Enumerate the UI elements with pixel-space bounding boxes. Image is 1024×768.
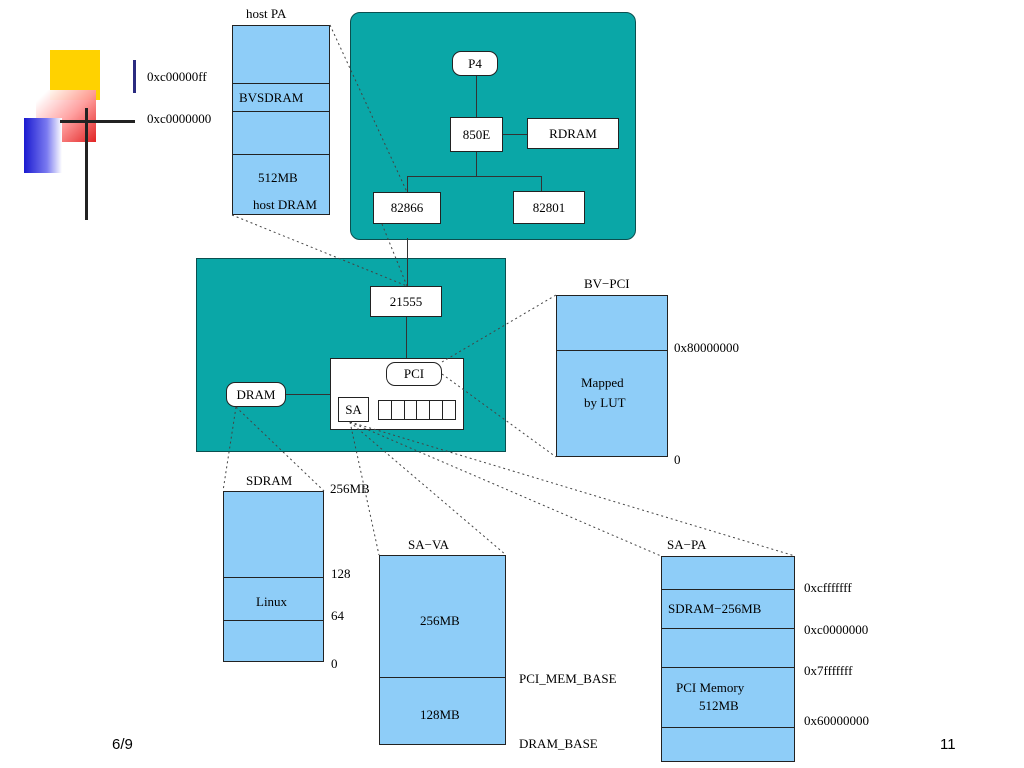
logo-blue-square bbox=[24, 118, 62, 173]
board-sa-node: SA bbox=[338, 397, 369, 422]
sa-pa-addr-1: 0xcfffffff bbox=[804, 580, 852, 595]
board-dram-node: DRAM bbox=[226, 382, 286, 407]
logo-horizontal-bar bbox=[60, 120, 135, 123]
connector-line bbox=[407, 238, 408, 286]
sdram-divider bbox=[224, 620, 323, 621]
sdram-tick-0: 0 bbox=[331, 656, 338, 671]
slide-footer-date-text: 6/9 bbox=[112, 736, 133, 753]
bv-pci-addr-top: 0x80000000 bbox=[674, 340, 739, 355]
mapping-line bbox=[441, 294, 557, 363]
sa-pa-addr-4: 0x60000000 bbox=[804, 713, 869, 728]
mapping-line bbox=[349, 421, 662, 557]
host-bridge-82801: 82801 bbox=[513, 191, 585, 224]
bv-pci-addr-bottom: 0 bbox=[674, 452, 681, 467]
connector-line bbox=[407, 176, 542, 177]
host-rdram-node: RDRAM bbox=[527, 118, 619, 149]
mapping-line bbox=[349, 421, 796, 557]
mapping-line bbox=[235, 406, 325, 492]
mapping-line bbox=[231, 214, 408, 287]
sa-va-lower: 128MB bbox=[420, 707, 460, 722]
bv-pci-divider bbox=[557, 350, 667, 351]
logo-vertical-bar bbox=[85, 108, 88, 220]
sa-pa-addr-3: 0x7fffffff bbox=[804, 663, 853, 678]
sdram-divider bbox=[224, 577, 323, 578]
host-pa-memory-map: BVSDRAM 512MB host DRAM bbox=[232, 25, 330, 215]
host-pa-bvsdram: BVSDRAM bbox=[239, 90, 304, 105]
connector-line bbox=[541, 176, 542, 191]
connector-line bbox=[286, 394, 330, 395]
sdram-linux: Linux bbox=[256, 594, 288, 609]
bv-pci-mapped-line1: Mapped bbox=[581, 375, 624, 390]
sdram-tick-128: 128 bbox=[331, 566, 351, 581]
host-pa-divider bbox=[233, 83, 329, 84]
sa-va-pci-mem-base: PCI_MEM_BASE bbox=[519, 671, 617, 686]
sa-pa-pci-line1: PCI Memory bbox=[676, 680, 745, 695]
host-pa-title: host PA bbox=[246, 6, 287, 21]
connector-line bbox=[407, 176, 408, 192]
mapping-line bbox=[381, 223, 408, 287]
connector-line bbox=[476, 76, 477, 117]
sdram-title: SDRAM bbox=[246, 473, 293, 488]
sa-pa-memory-map: SDRAM−256MB PCI Memory 512MB bbox=[661, 556, 795, 762]
connector-line bbox=[476, 152, 477, 176]
bv-pci-title: BV−PCI bbox=[584, 276, 630, 291]
sa-pa-divider bbox=[662, 727, 794, 728]
sa-va-title: SA−VA bbox=[408, 537, 450, 552]
sdram-tick-256: 256MB bbox=[330, 481, 370, 496]
sa-pa-title: SA−PA bbox=[667, 537, 707, 552]
sa-pa-pci-line2: 512MB bbox=[699, 698, 739, 713]
mapping-line bbox=[349, 421, 507, 556]
host-northbridge-node: 850E bbox=[450, 117, 503, 152]
mapping-line bbox=[222, 406, 237, 492]
host-bridge-82866: 82866 bbox=[373, 192, 441, 224]
slide-page-number: 11 bbox=[940, 736, 956, 753]
sa-pa-divider bbox=[662, 628, 794, 629]
board-pci-node: PCI bbox=[386, 362, 442, 386]
sa-va-dram-base: DRAM_BASE bbox=[519, 736, 598, 751]
sa-va-divider bbox=[380, 677, 505, 678]
sa-va-upper: 256MB bbox=[420, 613, 460, 628]
connector-line bbox=[503, 134, 527, 135]
host-pa-dram-label: host DRAM bbox=[253, 197, 317, 212]
connector-line bbox=[406, 317, 407, 359]
host-cpu-node: P4 bbox=[452, 51, 498, 76]
mapping-line bbox=[349, 421, 380, 556]
sa-pa-divider bbox=[662, 589, 794, 590]
slide-logo bbox=[22, 48, 142, 223]
sdram-memory-map: Linux bbox=[223, 491, 324, 662]
board-bridge-21555: 21555 bbox=[370, 286, 442, 317]
host-pa-divider bbox=[233, 111, 329, 112]
mapping-line bbox=[329, 24, 408, 193]
host-pa-addr-top: 0xc00000ff bbox=[147, 69, 207, 84]
sa-va-memory-map: 256MB 128MB bbox=[379, 555, 506, 745]
sa-pa-divider bbox=[662, 667, 794, 668]
host-pa-divider bbox=[233, 154, 329, 155]
slide-footer-date: 6/9 bbox=[112, 734, 138, 756]
host-pa-dram-size: 512MB bbox=[258, 170, 298, 185]
host-pa-addr-bottom: 0xc0000000 bbox=[147, 111, 212, 126]
addr-marker-line bbox=[133, 60, 136, 93]
board-lut-table bbox=[378, 400, 456, 420]
bv-pci-memory-map: Mapped by LUT bbox=[556, 295, 668, 457]
mapping-line bbox=[441, 373, 557, 458]
bv-pci-mapped-line2: by LUT bbox=[584, 395, 626, 410]
sa-pa-sdram: SDRAM−256MB bbox=[668, 601, 762, 616]
sa-pa-addr-2: 0xc0000000 bbox=[804, 622, 869, 637]
sdram-tick-64: 64 bbox=[331, 608, 344, 623]
